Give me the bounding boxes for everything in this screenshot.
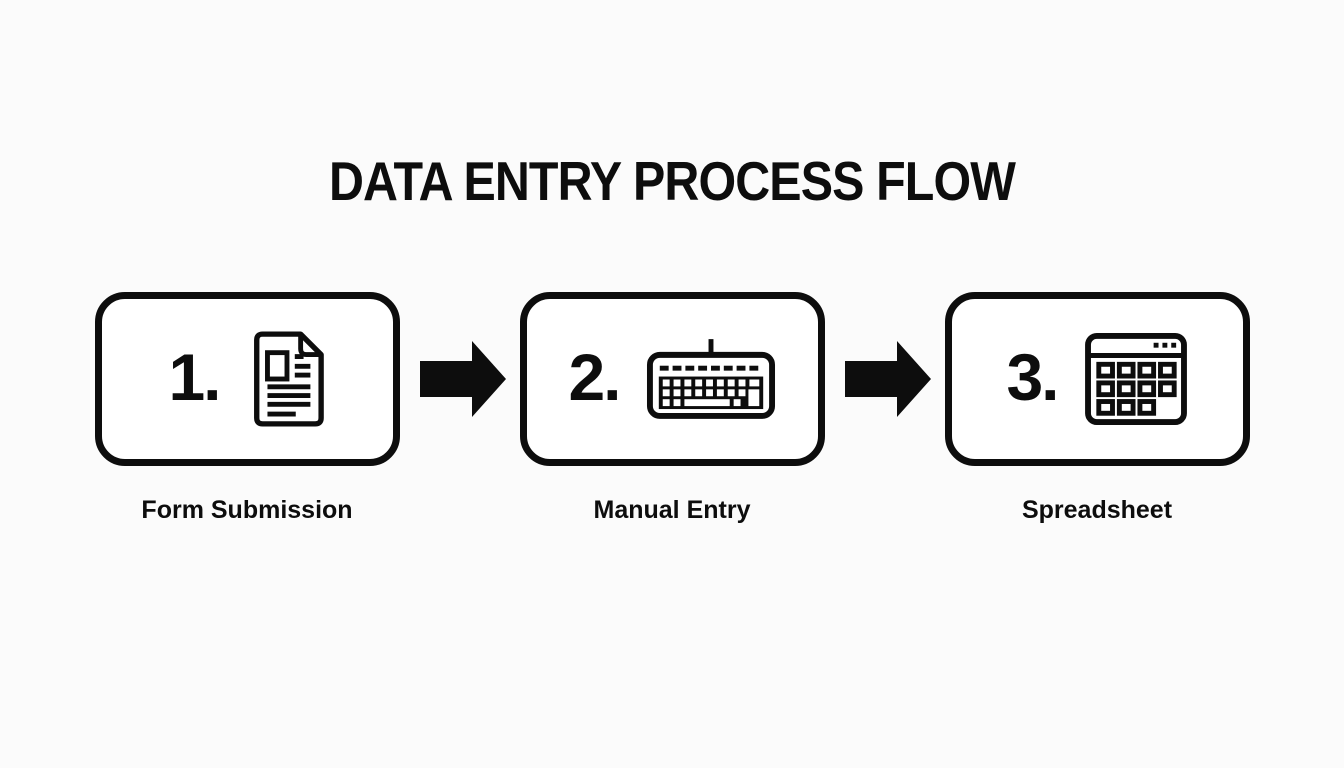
step-label: Manual Entry	[593, 496, 751, 524]
flow-row: 1. Form Submissio	[0, 292, 1344, 525]
spreadsheet-icon	[1084, 332, 1188, 426]
step-number: 2.	[568, 340, 621, 414]
step-number: 3.	[1006, 340, 1059, 414]
arrow-right-icon	[844, 341, 931, 422]
step-label: Form Submission	[141, 496, 353, 524]
document-icon	[246, 329, 326, 429]
step-label: Spreadsheet	[1021, 496, 1173, 524]
step-manual-entry: 2.	[519, 292, 825, 525]
step-spreadsheet: 3.	[944, 292, 1250, 525]
step-box-3: 3.	[944, 292, 1250, 466]
step-box-2: 2.	[519, 292, 825, 466]
keyboard-icon	[646, 338, 776, 420]
step-box-1: 1.	[94, 292, 400, 466]
arrow-right-icon	[419, 341, 506, 422]
page-title: DATA ENTRY PROCESS FLOW	[328, 149, 1016, 212]
step-number: 1.	[168, 340, 221, 414]
step-form-submission: 1. Form Submissio	[94, 292, 400, 525]
